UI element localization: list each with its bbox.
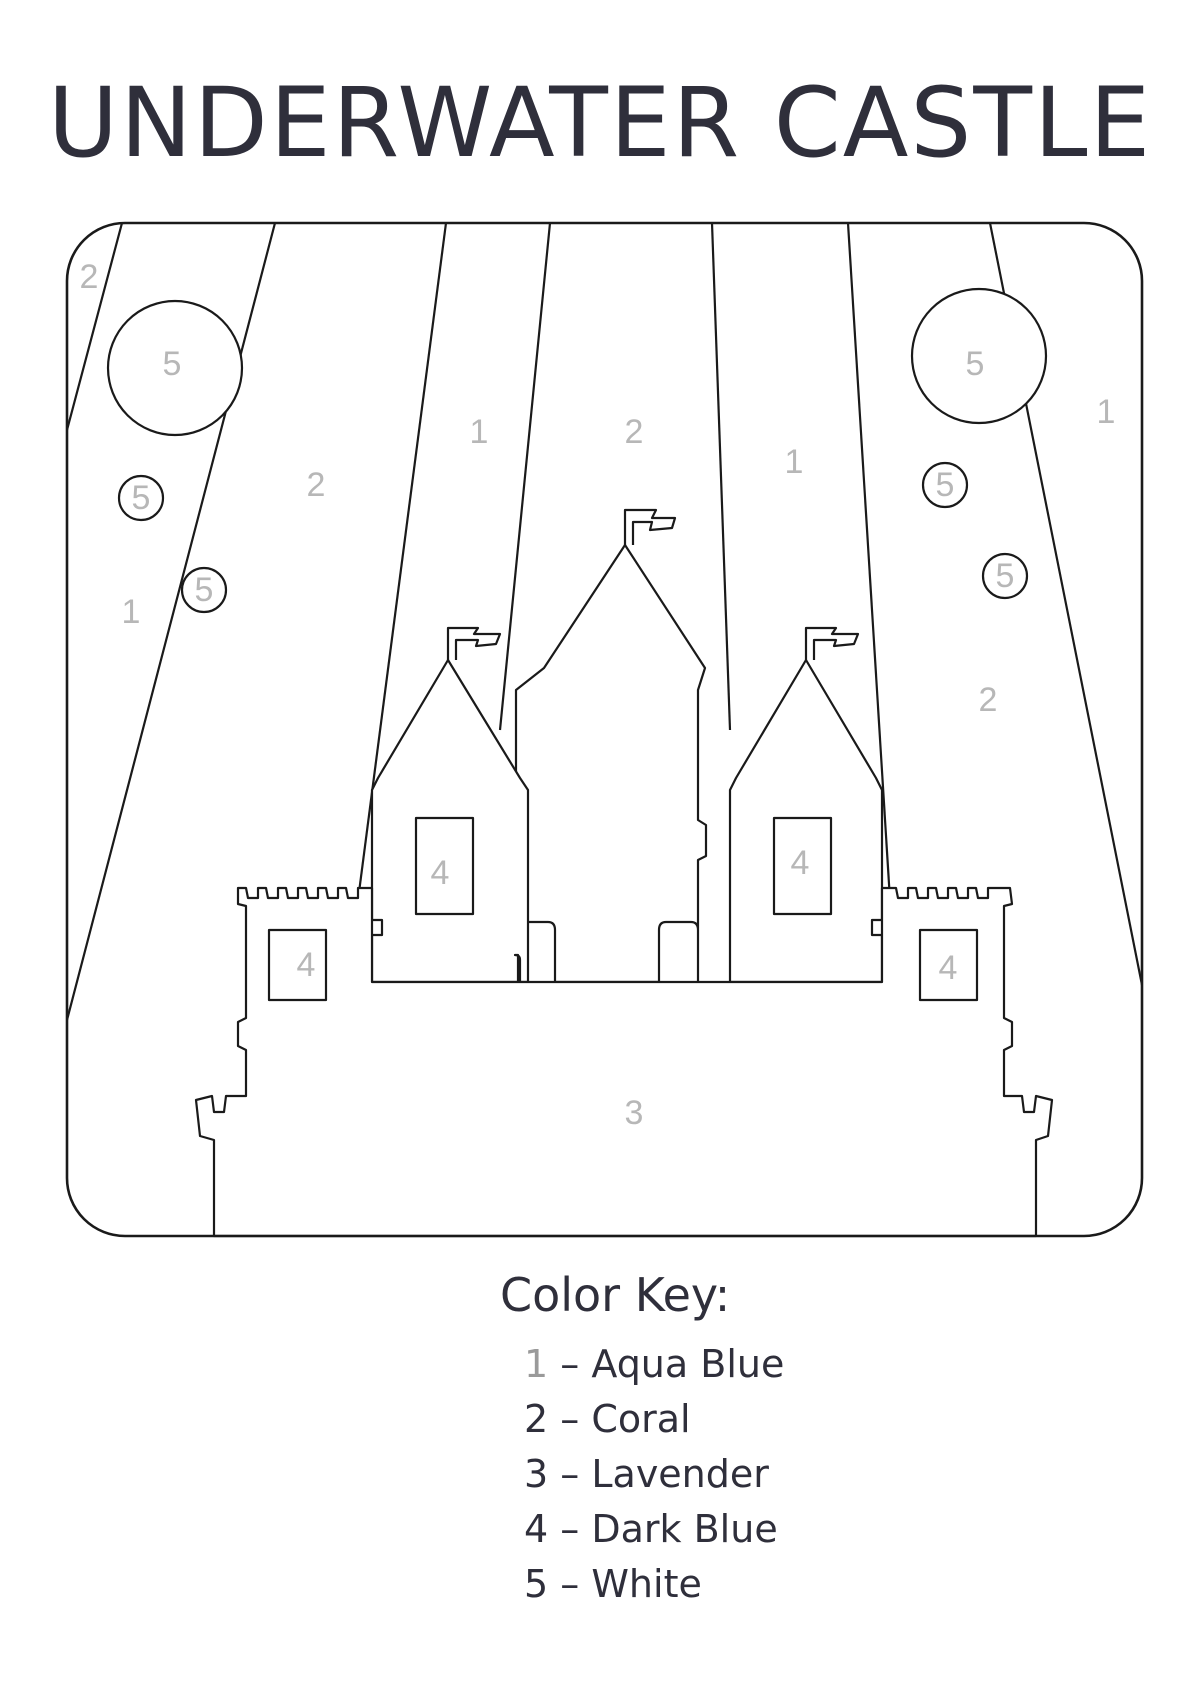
castle-body	[194, 886, 1054, 1238]
region-number: 4	[297, 946, 316, 984]
window-left-tower	[267, 928, 328, 1002]
region-number: 5	[996, 557, 1015, 595]
region-numbers: 2 5 5 5 1 2 1 2 1 5 1 5 5 2 4 4 4 4 3	[80, 258, 1116, 1132]
color-key-entry: 3 – Lavender	[524, 1447, 900, 1502]
left-turret-flag	[446, 626, 502, 660]
color-key-list: 1 – Aqua Blue 2 – Coral 3 – Lavender 4 –…	[500, 1337, 900, 1612]
color-key-entry: 1 – Aqua Blue	[524, 1337, 900, 1392]
bubble-circle	[180, 566, 228, 614]
region-number: 2	[80, 258, 99, 296]
region-number: 2	[307, 466, 326, 504]
bubbles	[106, 287, 1048, 614]
color-key-entry: 4 – Dark Blue	[524, 1502, 900, 1557]
color-key-number: 2	[524, 1397, 549, 1441]
bubble-circle	[981, 552, 1029, 600]
region-number: 1	[785, 443, 804, 481]
ray-line	[846, 223, 892, 901]
region-number: 1	[1097, 393, 1116, 431]
color-key-label: – Coral	[560, 1397, 691, 1441]
region-number: 5	[936, 466, 955, 504]
window-right-tower	[918, 928, 979, 1002]
window-right-keep	[772, 816, 833, 916]
color-key-number: 3	[524, 1452, 549, 1496]
ray-line	[498, 223, 552, 731]
bubble-circle	[117, 474, 165, 522]
region-number: 2	[625, 413, 644, 451]
picture-frame	[65, 221, 1144, 1238]
region-number: 4	[939, 949, 958, 987]
window-left-keep	[414, 816, 475, 916]
region-number: 4	[431, 854, 450, 892]
region-number: 5	[966, 345, 985, 383]
color-key-label: – White	[560, 1562, 702, 1606]
region-number: 1	[122, 593, 141, 631]
center-spire	[506, 543, 708, 984]
region-number: 5	[195, 571, 214, 609]
color-key-entry: 2 – Coral	[524, 1392, 900, 1447]
color-key-heading: Color Key:	[500, 1268, 731, 1322]
region-number: 5	[132, 479, 151, 517]
color-key-number: 4	[524, 1507, 549, 1551]
color-key-number: 1	[524, 1342, 549, 1386]
region-number: 3	[625, 1094, 644, 1132]
color-key-label: – Aqua Blue	[560, 1342, 785, 1386]
color-key: Color Key: 1 – Aqua Blue 2 – Coral 3 – L…	[500, 1265, 900, 1612]
region-number: 2	[979, 681, 998, 719]
page-title: UNDERWATER CASTLE	[47, 67, 1153, 179]
color-key-label: – Dark Blue	[560, 1507, 778, 1551]
ray-line	[710, 223, 732, 731]
ray-line	[67, 223, 124, 431]
moon-right-circle	[910, 287, 1048, 425]
color-key-number: 5	[524, 1562, 549, 1606]
region-number: 5	[163, 345, 182, 383]
bubble-circle	[921, 461, 969, 509]
moon-left-circle	[106, 299, 244, 437]
region-number: 4	[791, 844, 810, 882]
region-number: 1	[470, 413, 489, 451]
color-key-label: – Lavender	[560, 1452, 769, 1496]
center-flag	[623, 508, 677, 545]
color-key-entry: 5 – White	[524, 1557, 900, 1612]
right-turret-flag	[804, 626, 860, 660]
castle	[194, 508, 1054, 1238]
